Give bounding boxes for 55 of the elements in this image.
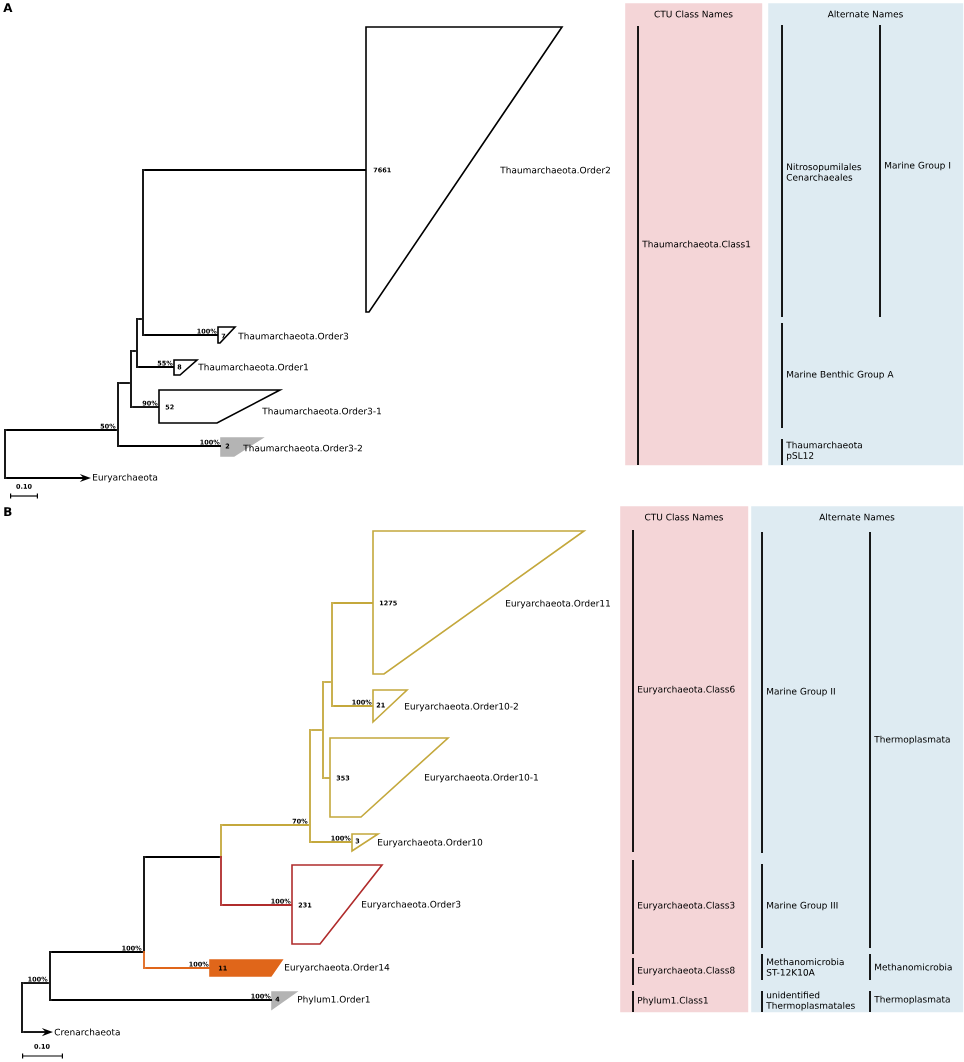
branch xyxy=(332,602,374,604)
branch xyxy=(144,967,211,969)
bracket-label: Euryarchaeota.Class6 xyxy=(638,685,735,695)
bracket-label: Marine Group II xyxy=(767,687,835,697)
bracket-label: Methanomicrobia xyxy=(875,963,952,971)
clade-name: Thaumarchaeota.Order3 xyxy=(238,332,349,340)
branch xyxy=(131,406,160,408)
bracket-label: Marine Group I xyxy=(885,161,951,171)
bracket-label: unidentified Thermoplasmatales xyxy=(766,991,855,1011)
column-heading: CTU Class Names xyxy=(654,10,733,18)
branch xyxy=(22,982,50,984)
panel-letter: B xyxy=(4,507,12,516)
bracket-label: Thaumarchaeota pSL12 xyxy=(786,441,862,461)
column-heading: Alternate Names xyxy=(827,10,903,18)
clade-name: Thaumarchaeota.Order1 xyxy=(198,363,308,371)
group-name: Crenarchaeota xyxy=(54,1028,120,1036)
column-heading: Alternate Names xyxy=(819,513,895,521)
bracket-label: Methanomicrobia ST-12K10A xyxy=(766,958,844,976)
branch xyxy=(5,429,118,431)
bracket-label: Marine Group III xyxy=(767,901,838,911)
clade-name: Euryarchaeota.Order10 xyxy=(378,838,483,848)
branch xyxy=(118,445,222,447)
branch xyxy=(221,824,310,826)
bracket-label: Thermoplasmata xyxy=(874,995,950,1005)
branch xyxy=(310,841,353,843)
branch xyxy=(144,856,221,858)
branch xyxy=(131,350,137,352)
branch xyxy=(143,169,367,171)
column-band xyxy=(620,506,749,1013)
column-band xyxy=(751,506,964,1013)
bracket-label: Marine Benthic Group A xyxy=(787,370,894,380)
branch xyxy=(50,951,144,953)
clade-name: Euryarchaeota.Order14 xyxy=(285,963,390,973)
bracket-label: Euryarchaeota.Class8 xyxy=(638,966,735,976)
branch xyxy=(137,318,143,320)
branch xyxy=(50,999,273,1001)
column-heading: CTU Class Names xyxy=(645,513,724,521)
panel-letter: A xyxy=(3,3,13,12)
branch xyxy=(221,904,293,906)
bracket-label: Thermoplasmata xyxy=(874,735,950,745)
branch xyxy=(310,729,323,731)
branch xyxy=(118,382,131,384)
branch xyxy=(332,705,374,707)
branch xyxy=(143,334,219,336)
column-band xyxy=(768,3,964,466)
branch xyxy=(323,681,332,683)
clade-name: Phylum1.Order1 xyxy=(298,995,370,1005)
bracket-label: Phylum1.Class1 xyxy=(638,996,708,1006)
bracket-label: Thaumarchaeota.Class1 xyxy=(642,240,751,248)
group-name: Euryarchaeota xyxy=(93,473,158,483)
column-band xyxy=(625,3,763,466)
bracket-label: Euryarchaeota.Class3 xyxy=(638,901,735,911)
branch xyxy=(137,366,175,368)
branch xyxy=(323,777,331,779)
bracket-label: Nitrosopumilales Cenarchaeales xyxy=(786,163,862,181)
